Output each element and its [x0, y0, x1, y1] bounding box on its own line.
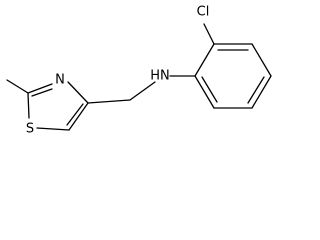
bond-c4-c5-double: [66, 103, 84, 126]
bond-c2-n3: [27, 83, 53, 94]
bond-ar6-ar1: [194, 75, 215, 109]
atom-n: N: [55, 73, 65, 88]
bond-ar2-cl: [203, 23, 215, 45]
atom-cl: Cl: [197, 5, 210, 20]
bond-methyl: [6, 79, 29, 94]
bond-s1-c2: [27, 92, 30, 119]
bond-ar6-ar1-inner: [201, 76, 218, 103]
bond-c4-ch2: [87, 99, 131, 104]
structure-diagram: Cl HN N S: [6, 5, 272, 137]
bond-c4-c5: [68, 102, 89, 131]
bond-ar1-ar2: [194, 43, 215, 77]
bond-ch2-nh: [129, 81, 156, 101]
bond-c5-s1: [36, 127, 70, 131]
bond-ar4-ar5-inner: [247, 76, 265, 104]
benzene-ring: [194, 43, 272, 109]
bond-n3-c4: [67, 81, 89, 104]
atom-hn: HN: [150, 69, 170, 84]
atom-s: S: [26, 122, 34, 137]
bond-ar3-ar4: [251, 43, 272, 77]
bond-ar4-ar5: [251, 75, 272, 109]
thiazole-ring: [27, 81, 89, 131]
bond-c2-n3-double: [31, 88, 53, 97]
